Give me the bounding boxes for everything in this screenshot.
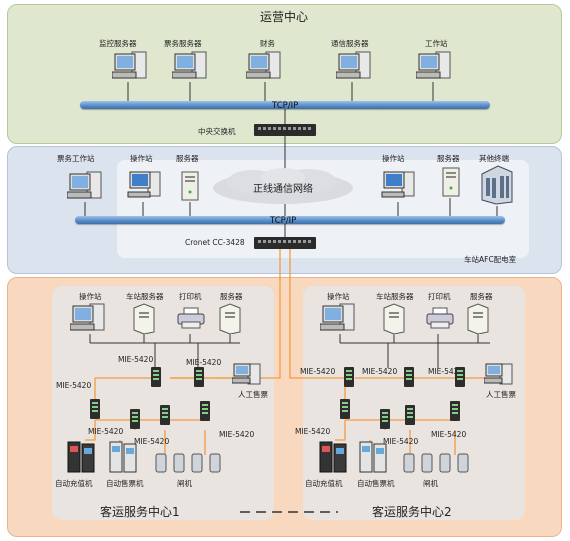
network-cloud-label: 正线通信网络 <box>253 184 313 195</box>
afc-bus-label: TCP/IP <box>270 216 297 226</box>
monitor-server-label: 监控服务器 <box>99 39 137 48</box>
sc2-mie-switch-b-icon <box>404 367 414 387</box>
ops-tcpip-bus <box>80 101 490 109</box>
sc2-operator-station-icon <box>320 303 355 331</box>
other-terminal-label: 其他终端 <box>479 154 509 163</box>
sc1-server-label: 服务器 <box>220 292 243 301</box>
service-center-2-title: 客运服务中心2 <box>372 505 452 519</box>
sc2-mie-switch-e-icon <box>380 409 390 429</box>
sc1-mie-switch-c-icon <box>90 399 100 419</box>
monitor-server-computer-icon <box>112 51 147 79</box>
afc-operator-station-right-label: 操作站 <box>382 154 405 163</box>
sc1-mie-b-label: MIE-5420 <box>186 358 222 367</box>
sc2-mie-d-label: MIE-5420 <box>295 427 331 436</box>
ops-center-title: 运营中心 <box>260 10 309 24</box>
sc1-gate-label: 闸机 <box>177 479 192 488</box>
sc2-auto-recharge-label: 自动充值机 <box>305 479 343 488</box>
sc1-auto-ticket-machine-icon <box>109 441 137 473</box>
sc2-printer-icon <box>426 307 454 329</box>
central-switch-icon <box>254 124 316 136</box>
sc2-mie-c-label: MIE-5420 <box>428 367 464 376</box>
sc2-mie-switch-g-icon <box>450 401 460 421</box>
sc1-station-server-label: 车站服务器 <box>126 292 164 301</box>
sc2-auto-ticket-label: 自动售票机 <box>357 479 395 488</box>
sc1-auto-ticket-label: 自动售票机 <box>106 479 144 488</box>
sc1-manual-ticket-label: 人工售票 <box>238 390 268 399</box>
sc1-mie-d-label: MIE-5420 <box>88 427 124 436</box>
ticket-server-label: 票务服务器 <box>164 39 202 48</box>
afc-tcpip-bus <box>75 216 505 224</box>
sc2-printer-label: 打印机 <box>428 292 451 301</box>
sc2-manual-ticket-icon <box>484 363 513 385</box>
sc2-server-icon <box>467 303 489 334</box>
afc-room-label: 车站AFC配电室 <box>464 255 517 264</box>
sc2-gates-icon <box>403 453 469 473</box>
afc-operator-station-left-label: 操作站 <box>130 154 153 163</box>
sc1-mie-switch-e-icon <box>160 405 170 425</box>
sc1-auto-recharge-label: 自动充值机 <box>55 479 93 488</box>
sc1-mie-f-label: MIE-5420 <box>219 430 255 439</box>
sc1-mie-e-label: MIE-5420 <box>134 437 170 446</box>
cronet-switch-label: Cronet CC-3428 <box>185 238 245 247</box>
network-cloud-icon <box>213 168 353 204</box>
sc1-mie-switch-d-icon <box>130 409 140 429</box>
ticket-workstation-label: 票务工作站 <box>57 154 95 163</box>
afc-server-left-icon <box>181 171 199 201</box>
central-switch-label: 中央交换机 <box>198 127 236 136</box>
sc1-station-server-icon <box>133 303 155 334</box>
afc-server-left-label: 服务器 <box>176 154 199 163</box>
ops-workstation-label: 工作站 <box>425 39 448 48</box>
sc1-server-icon <box>219 303 241 334</box>
afc-server-right-icon <box>442 167 460 197</box>
service-center-1-title: 客运服务中心1 <box>100 505 180 519</box>
sc1-mie-switch-a-icon <box>151 367 161 387</box>
sc1-operator-station-label: 操作站 <box>79 292 102 301</box>
comm-server-label: 通信服务器 <box>331 39 369 48</box>
ticket-server-computer-icon <box>172 51 207 79</box>
sc2-auto-recharge-machine-icon <box>319 441 347 473</box>
afc-operator-station-left-icon <box>127 171 161 198</box>
other-terminal-icon <box>481 165 513 205</box>
sc2-mie-f-label: MIE-5420 <box>431 430 467 439</box>
sc2-mie-switch-d-icon <box>340 399 350 419</box>
ops-bus-label: TCP/IP <box>272 101 299 111</box>
finance-computer-icon <box>246 51 281 79</box>
sc1-mie-switch-f-icon <box>200 401 210 421</box>
sc2-gate-label: 闸机 <box>423 479 438 488</box>
ops-workstation-computer-icon <box>416 51 451 79</box>
sc2-auto-ticket-machine-icon <box>359 441 387 473</box>
sc2-manual-ticket-label: 人工售票 <box>486 390 516 399</box>
sc2-mie-switch-c-icon <box>455 367 465 387</box>
sc2-operator-station-label: 操作站 <box>327 292 350 301</box>
sc2-mie-switch-f-icon <box>405 405 415 425</box>
sc1-manual-ticket-icon <box>232 363 261 385</box>
sc1-printer-label: 打印机 <box>179 292 202 301</box>
afc-operator-station-right-icon <box>381 171 415 198</box>
sc1-mie-switch-b-icon <box>194 367 204 387</box>
sc1-mie-c-label: MIE-5420 <box>56 381 92 390</box>
sc2-mie-a-label: MIE-5420 <box>300 367 336 376</box>
afc-server-right-label: 服务器 <box>437 154 460 163</box>
sc2-mie-b-label: MIE-5420 <box>362 367 398 376</box>
sc1-gates-icon <box>155 453 221 473</box>
sc1-printer-icon <box>177 307 205 329</box>
sc1-mie-a-label: MIE-5420 <box>118 355 154 364</box>
cronet-switch-icon <box>254 237 316 249</box>
sc1-operator-station-icon <box>70 303 105 331</box>
ticket-workstation-computer-icon <box>67 171 102 199</box>
finance-label: 财务 <box>260 39 275 48</box>
sc2-server-label: 服务器 <box>470 292 493 301</box>
sc2-mie-switch-a-icon <box>344 367 354 387</box>
sc2-station-server-label: 车站服务器 <box>376 292 414 301</box>
sc1-auto-recharge-machine-icon <box>67 441 95 473</box>
sc2-station-server-icon <box>383 303 405 334</box>
comm-server-computer-icon <box>336 51 371 79</box>
sc2-mie-e-label: MIE-5420 <box>383 437 419 446</box>
